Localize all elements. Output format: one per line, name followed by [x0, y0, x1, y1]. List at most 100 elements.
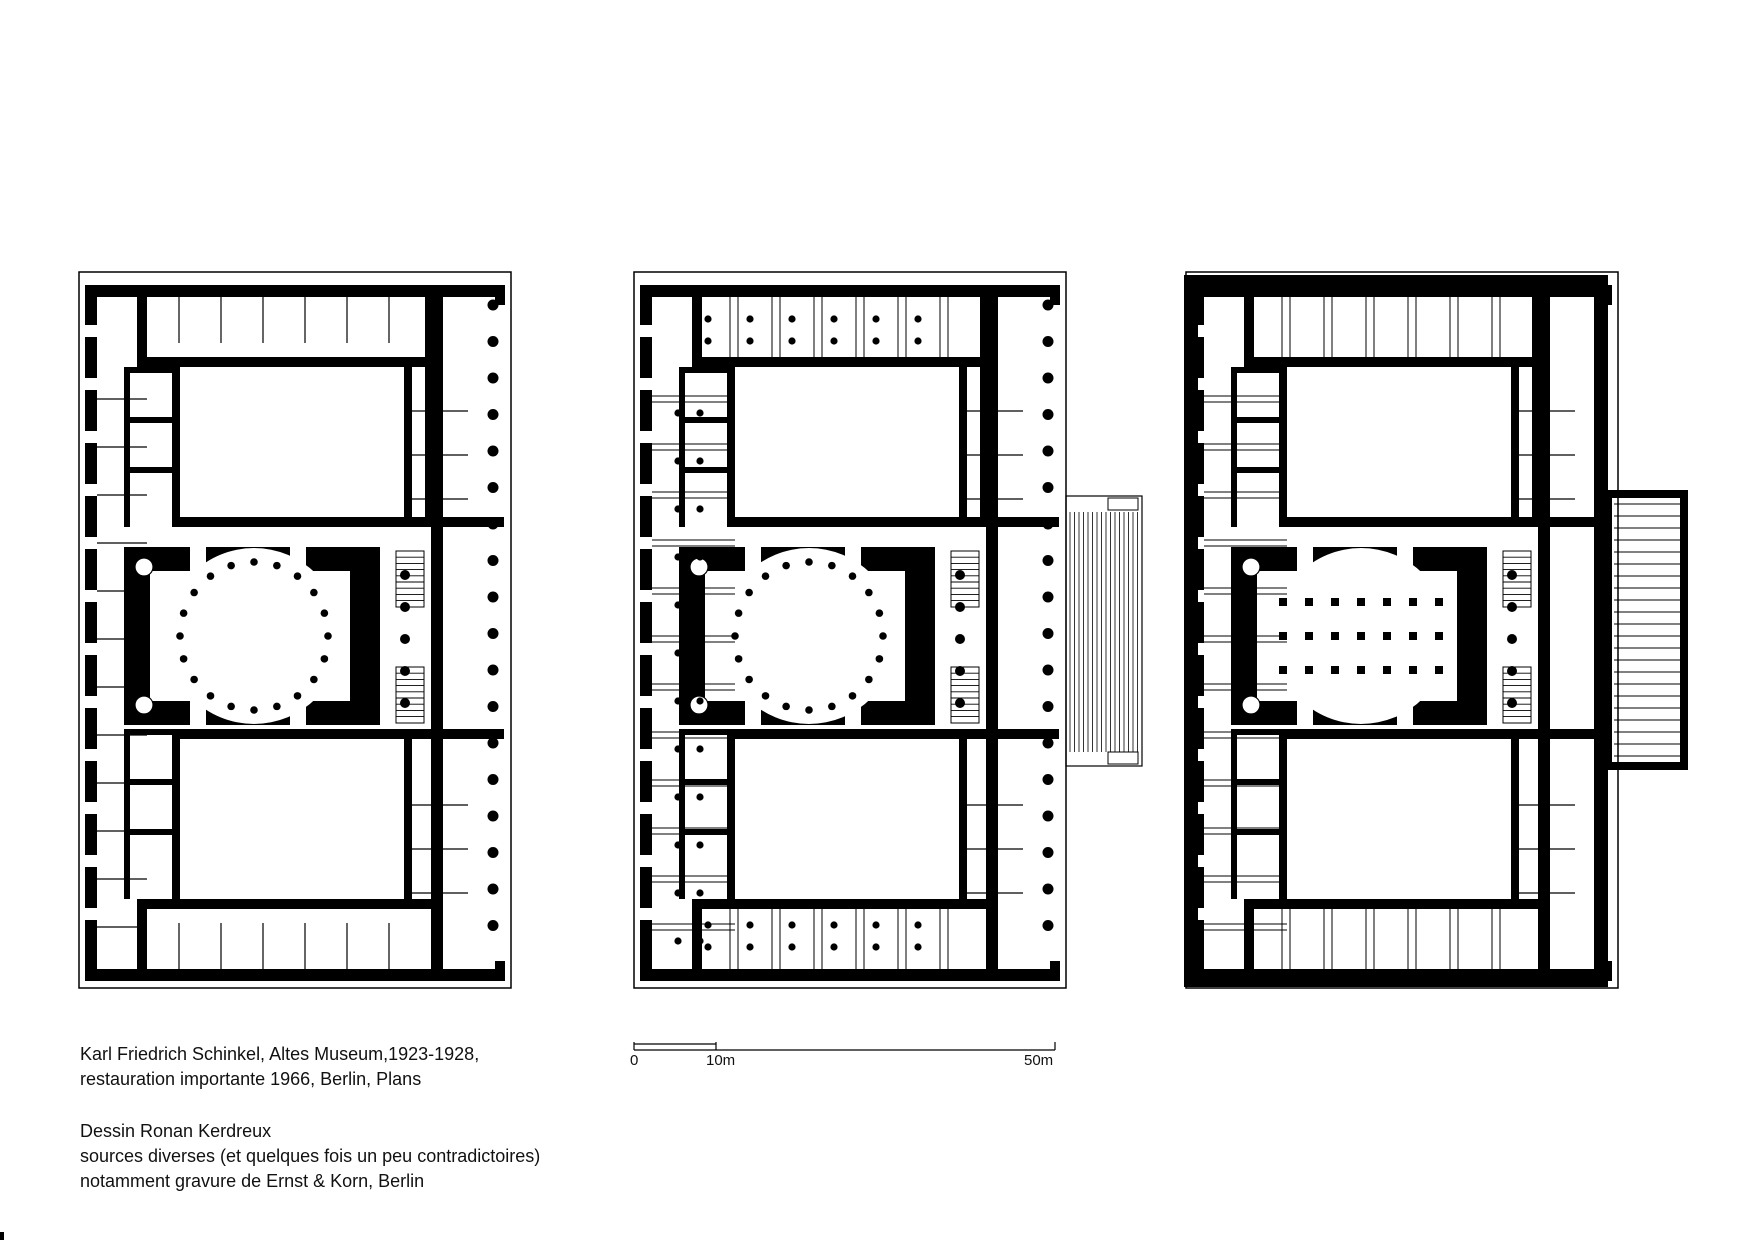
rotunda-column [320, 609, 329, 617]
pier [1279, 666, 1287, 674]
rotunda-column [745, 675, 753, 684]
stair-outline [395, 666, 425, 724]
column [674, 553, 682, 561]
column [674, 505, 682, 513]
wall [404, 729, 412, 899]
wall [1532, 285, 1538, 525]
wall [1244, 899, 1254, 981]
window [85, 431, 97, 443]
rotunda-column [250, 706, 258, 714]
rotunda-column [273, 702, 281, 711]
colonnade-column [487, 299, 499, 311]
wall [988, 969, 1060, 981]
column [872, 337, 880, 345]
window [640, 537, 652, 549]
window [85, 643, 97, 655]
wall [1244, 899, 1538, 909]
stair-outline [1502, 666, 1532, 724]
stair-outline [395, 550, 425, 608]
column [696, 793, 704, 801]
plan-3 [1184, 271, 1688, 989]
column [746, 943, 754, 951]
hall-column [400, 570, 410, 580]
column [696, 889, 704, 897]
column [696, 457, 704, 465]
wall [85, 285, 443, 297]
column [830, 337, 838, 345]
column [696, 553, 704, 561]
column [674, 697, 682, 705]
colonnade-column [1042, 336, 1054, 347]
wall [679, 417, 729, 423]
column [746, 921, 754, 929]
pier [1383, 598, 1391, 606]
wall [959, 729, 967, 899]
hall-column [400, 666, 410, 676]
rotunda-column [227, 702, 235, 711]
colonnade-column [487, 555, 499, 566]
doorway [190, 543, 206, 573]
column [746, 315, 754, 323]
thick-wall [1594, 275, 1608, 987]
rotunda-column [310, 675, 318, 684]
rotunda-column [865, 588, 873, 597]
column [788, 315, 796, 323]
wall [1244, 285, 1254, 367]
column [696, 409, 704, 417]
doorway [845, 699, 861, 729]
wall [1279, 367, 1287, 527]
colonnade-column [1042, 847, 1054, 858]
colonnade-column [1042, 482, 1054, 493]
window [85, 749, 97, 761]
wall [431, 285, 443, 981]
wall [433, 969, 505, 981]
wall [727, 517, 1059, 527]
rotunda-floor [721, 548, 897, 724]
column [788, 337, 796, 345]
wall [980, 285, 986, 525]
pier [1435, 632, 1443, 640]
wall [1231, 367, 1281, 373]
column [674, 601, 682, 609]
rotunda-column [190, 588, 198, 597]
colonnade-column [487, 847, 499, 858]
wall [137, 899, 431, 909]
column [696, 937, 704, 945]
wall [1231, 367, 1237, 527]
wall [1279, 729, 1287, 899]
wall [679, 829, 729, 835]
wall [1279, 517, 1611, 527]
hall-column [955, 666, 965, 676]
entrance-steps [1065, 495, 1143, 767]
wall [959, 367, 967, 527]
rotunda-pier [124, 547, 150, 725]
pier [1435, 666, 1443, 674]
wall [85, 969, 443, 981]
wall [137, 357, 431, 367]
colonnade-column [487, 774, 499, 785]
colonnade-column [487, 810, 499, 822]
wall [692, 899, 986, 909]
wall [137, 285, 147, 367]
rotunda-column [176, 632, 184, 640]
pier [1383, 666, 1391, 674]
colonnade-column [1042, 628, 1054, 639]
colonnade-column [487, 737, 499, 749]
wall [988, 285, 1060, 297]
rotunda-pier [905, 547, 935, 725]
spiral-stair-icon [134, 557, 154, 577]
rotunda-column [879, 632, 887, 640]
column [696, 505, 704, 513]
doorway [745, 699, 761, 729]
column [788, 943, 796, 951]
wall [1231, 467, 1281, 473]
wall [727, 729, 1059, 739]
stair-outline [950, 550, 980, 608]
plan-2 [633, 271, 1143, 989]
wall [1231, 417, 1281, 423]
colonnade-column [1042, 555, 1054, 566]
rotunda-column [734, 655, 743, 663]
hall-column [400, 602, 410, 612]
window [640, 590, 652, 602]
